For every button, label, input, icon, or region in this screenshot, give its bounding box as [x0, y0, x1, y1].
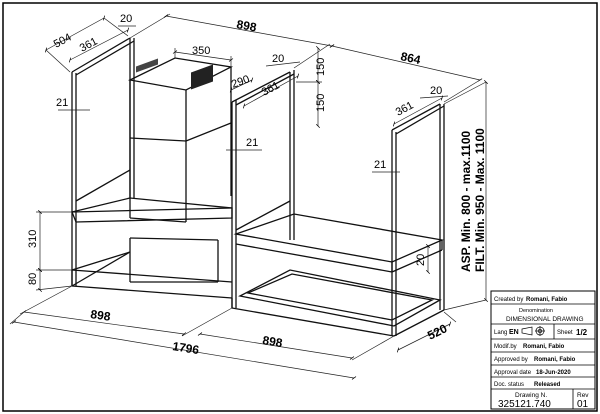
dim-mid-150-b: 150 [315, 94, 327, 112]
tb-sheet: 1/2 [576, 328, 588, 337]
projection-symbol-icon [521, 326, 545, 336]
dim-height-310: 310 [27, 230, 39, 248]
tb-lang: EN [509, 329, 519, 336]
dim-bottom-right: 898 [262, 333, 284, 350]
dim-bottom-total: 1796 [172, 339, 201, 357]
dim-right-height-asp: ASP. Min. 800 - max.1100 [459, 130, 473, 272]
tb-approval-date-label: Approval date [494, 370, 532, 376]
dim-left-depth: 504 [52, 31, 74, 50]
tb-modif-label: Modif.by [494, 344, 517, 350]
dim-right-height-filt: FILT. Min. 950 - Max. 1100 [473, 128, 487, 272]
left-shelf [71, 197, 233, 299]
dim-bottom-left: 898 [90, 307, 112, 324]
tb-rev-label: Rev [577, 392, 589, 399]
dim-right-top: 20 [430, 85, 442, 97]
right-shelf [231, 213, 445, 337]
dim-mid-150-a: 150 [315, 58, 327, 76]
hood-grille [136, 58, 213, 90]
dim-hood-width: 350 [192, 45, 210, 57]
dim-top-width: 898 [235, 17, 257, 34]
tb-doc-status: Released [534, 382, 561, 388]
dim-depth: 520 [425, 321, 449, 343]
tb-sheet-label: Sheet [557, 330, 573, 336]
tb-denomination-label: Denomination [519, 308, 553, 314]
tb-denomination: DIMENSIONAL DRAWING [506, 316, 584, 323]
title-block: Created by Romani, Fabio Denomination DI… [490, 290, 596, 410]
dim-right-width: 864 [399, 49, 422, 67]
tb-approved-label: Approved by [494, 357, 528, 363]
dimension-labels: 898 864 504 361 20 350 290 21 21 20 361 … [27, 13, 487, 357]
tb-approved-by: Romani, Fabio [534, 357, 576, 363]
tb-created-by: Romani, Fabio [526, 297, 568, 303]
right-frame [391, 103, 445, 336]
tb-lang-label: Lang [494, 330, 507, 336]
dim-left-top: 20 [120, 13, 132, 25]
dimension-lines [9, 13, 488, 380]
tb-created-label: Created by [494, 297, 523, 303]
dim-shelf-20: 20 [415, 254, 427, 266]
dim-height-80: 80 [27, 273, 39, 285]
tb-drawing-label: Drawing N. [515, 392, 547, 399]
hood-chimney [127, 57, 234, 283]
dim-mid-top: 20 [272, 53, 284, 65]
dim-left-inner: 361 [78, 35, 100, 54]
tb-approval-date: 18-Jun-2020 [536, 370, 571, 376]
tb-rev: 01 [577, 399, 589, 410]
tb-modif-by: Romani, Fabio [523, 344, 565, 350]
dim-left-side-offset: 21 [56, 97, 68, 109]
dim-right-inner: 361 [394, 99, 416, 118]
tb-doc-status-label: Doc. status [494, 382, 524, 388]
dim-hood-depth: 290 [230, 73, 251, 91]
dim-hood-side-offset: 21 [246, 137, 258, 149]
dim-right-side-offset: 21 [374, 159, 386, 171]
tb-drawing-number: 325121.740 [498, 399, 551, 410]
left-frame [71, 37, 135, 287]
